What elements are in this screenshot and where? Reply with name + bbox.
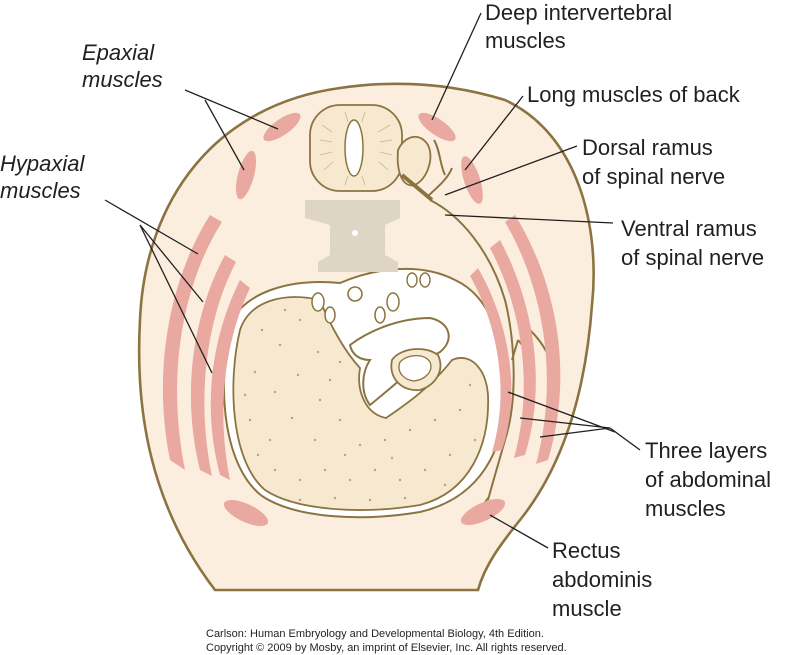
dorsal-ramus-branch: [433, 139, 446, 176]
deep-intervertebral-muscle: [418, 112, 456, 142]
leader-three-layers-3: [539, 427, 611, 438]
leader-hypaxial-1: [104, 199, 199, 255]
hypaxial-layer-left-middle: [190, 255, 236, 476]
leader-lines: [104, 12, 641, 549]
epaxial-muscle-left-upper: [263, 112, 301, 142]
rectus-abdominis-right: [460, 498, 506, 526]
leader-three-layers-2: [519, 417, 611, 429]
abdominal-layer-right-middle: [490, 240, 536, 458]
abdominal-layer-right-outer: [505, 215, 561, 464]
abdominal-layer-right-inner: [470, 268, 512, 452]
spinal-cord-texture: [319, 111, 393, 186]
credit-line-2: Copyright © 2009 by Mosby, an imprint of…: [206, 642, 567, 654]
leader-three-layers-4: [609, 427, 641, 451]
leader-deep-intervertebral: [431, 12, 482, 121]
neural-canal: [344, 119, 364, 177]
label-hypaxial: Hypaxial muscles: [0, 151, 91, 203]
leader-hypaxial-2: [139, 224, 204, 303]
dorsal-root-ganglion: [396, 136, 432, 187]
label-dorsal-ramus: Dorsal ramus of spinal nerve: [582, 135, 725, 189]
label-long-muscles: Long muscles of back: [527, 82, 741, 107]
leader-long-muscles: [464, 95, 524, 171]
aorta: [347, 286, 363, 302]
label-ventral-ramus: Ventral ramus of spinal nerve: [621, 216, 764, 270]
label-deep-intervertebral: Deep intervertebral muscles: [485, 0, 678, 53]
label-three-layers: Three layers of abdominal muscles: [645, 438, 777, 521]
ventral-ramus-nerve: [429, 199, 515, 501]
liver-speckles: [243, 308, 477, 502]
liver-mass: [232, 296, 489, 511]
left-gonadal-ridge: [311, 292, 325, 312]
leader-ventral-ramus: [444, 214, 614, 224]
epaxial-muscle-left-lower: [235, 150, 257, 200]
leader-rectus: [489, 514, 549, 549]
leader-dorsal-ramus: [444, 145, 578, 196]
spinal-nerve-root: [400, 173, 434, 202]
credit-line-1: Carlson: Human Embryology and Developmen…: [206, 628, 544, 640]
label-rectus: Rectus abdominis muscle: [552, 538, 658, 621]
right-gonadal-ridge: [386, 292, 400, 312]
left-mesonephric-duct: [324, 306, 336, 324]
hypaxial-layer-left-outer: [162, 215, 222, 470]
leader-hypaxial-3: [139, 224, 213, 374]
rectus-abdominis-left: [223, 499, 269, 527]
leader-three-layers-1: [507, 391, 616, 433]
small-duct-2: [419, 272, 431, 288]
gut-lumen: [398, 354, 432, 382]
notochord: [352, 230, 358, 236]
small-duct-1: [406, 272, 418, 288]
vertebral-body: [305, 200, 400, 272]
label-epaxial: Epaxial muscles: [82, 40, 163, 92]
right-mesonephric-duct: [374, 306, 386, 324]
hypaxial-layer-left-inner: [210, 280, 250, 480]
leader-epaxial-lower: [204, 99, 245, 171]
leader-epaxial-upper: [184, 89, 279, 130]
dorsal-ramus-nerve: [427, 167, 453, 197]
